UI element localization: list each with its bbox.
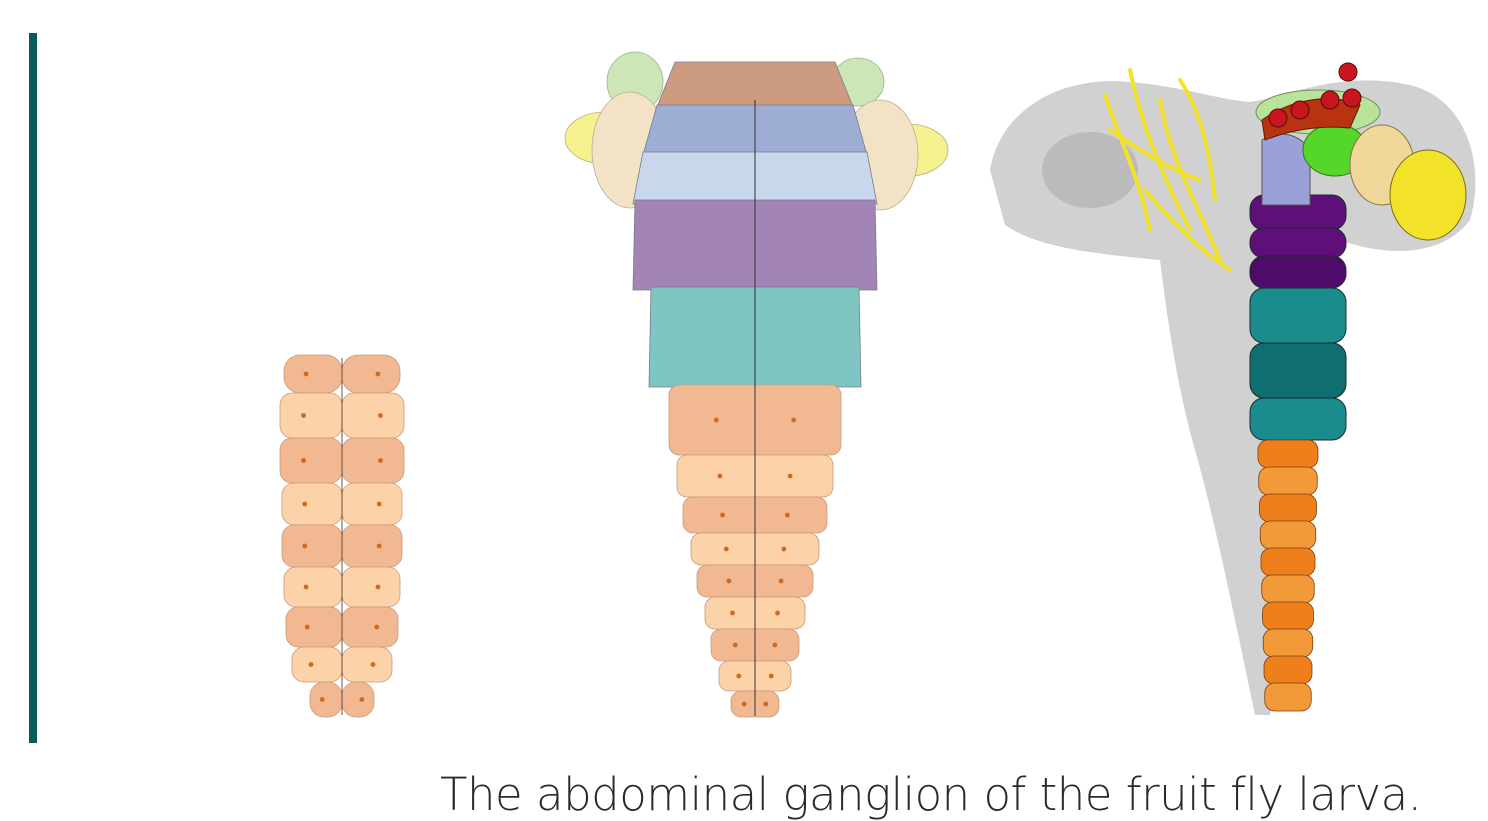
vnc-abdominal-segment (1260, 521, 1316, 549)
vnc-thoracic-segment (1250, 228, 1346, 258)
segment-marker (788, 474, 793, 479)
vnc-abdominal-segment (1259, 467, 1318, 495)
segment-marker (376, 372, 381, 377)
mushroom-body-calyx (1321, 91, 1339, 109)
segment-marker (720, 513, 725, 518)
mushroom-body-calyx (1343, 89, 1361, 107)
segment-marker (779, 579, 784, 584)
segment-marker (359, 697, 364, 702)
vnc-abdominal-segment (1265, 683, 1312, 711)
segment-marker (733, 643, 738, 648)
segment-marker (374, 625, 379, 630)
vnc-abdominal-segment (1258, 440, 1318, 468)
segment-marker (724, 547, 729, 552)
segment-marker (371, 662, 376, 667)
caption: The abdominal ganglion of the fruit fly … (440, 768, 1480, 821)
segment-marker (305, 625, 310, 630)
segment-marker (304, 372, 309, 377)
vnc-abdominal-segment (1263, 602, 1314, 630)
vnc-abdominal-segment (1261, 548, 1315, 576)
segment-marker (781, 547, 786, 552)
larval-hemisegment (282, 483, 342, 525)
larval-hemisegment (342, 647, 392, 682)
vnc-thoracic-segment (1250, 288, 1346, 343)
segment-marker (742, 702, 747, 707)
vnc-abdominal-segment (1260, 494, 1317, 522)
vnc-abdominal-segment (1264, 656, 1312, 684)
segment-marker (769, 674, 774, 679)
segment-marker (302, 544, 307, 549)
segment-marker (736, 674, 741, 679)
vnc-thoracic-segment (1250, 343, 1346, 398)
segment-marker (301, 413, 306, 418)
larval-hemisegment (342, 355, 400, 393)
larval-hemisegment (342, 682, 374, 717)
segment-marker (718, 474, 723, 479)
subesophageal-region (1262, 134, 1310, 205)
segment-marker (302, 502, 307, 507)
segment-marker (785, 513, 790, 518)
mushroom-body-calyx (1339, 63, 1357, 81)
larval-ganglion (280, 355, 404, 717)
segment-marker (791, 418, 796, 423)
segment-marker (727, 579, 732, 584)
segment-marker (775, 611, 780, 616)
segment-marker (714, 418, 719, 423)
larval-hemisegment (310, 682, 342, 717)
optic-lobe-yellow (1390, 150, 1466, 240)
segment-marker (772, 643, 777, 648)
mushroom-body-calyx (1269, 109, 1287, 127)
larval-hemisegment (342, 525, 402, 567)
segment-marker (304, 585, 309, 590)
larval-hemisegment (280, 393, 342, 438)
larval-hemisegment (282, 525, 342, 567)
segment-marker (377, 502, 382, 507)
larval-hemisegment (342, 567, 400, 607)
larval-hemisegment (284, 567, 342, 607)
larval-hemisegment (292, 647, 342, 682)
segment-marker (309, 662, 314, 667)
vnc-abdominal-segment (1262, 575, 1315, 603)
larval-hemisegment (284, 355, 342, 393)
segment-marker (301, 458, 306, 463)
segment-marker (377, 544, 382, 549)
segment-marker (763, 702, 768, 707)
larval-hemisegment (342, 607, 398, 647)
larval-hemisegment (286, 607, 342, 647)
larval-hemisegment (342, 483, 402, 525)
adult-ganglion (565, 52, 948, 717)
segment-marker (378, 458, 383, 463)
mushroom-body-calyx (1291, 101, 1309, 119)
vnc-thoracic-segment (1250, 398, 1346, 440)
larval-hemisegment (342, 438, 404, 483)
segment-marker (320, 697, 325, 702)
larval-hemisegment (280, 438, 342, 483)
segment-marker (378, 413, 383, 418)
3d-rendering (990, 63, 1475, 715)
vnc-thoracic-segment (1250, 256, 1346, 288)
vnc-abdominal-segment (1263, 629, 1313, 657)
larval-hemisegment (342, 393, 404, 438)
segment-marker (730, 611, 735, 616)
segment-marker (376, 585, 381, 590)
